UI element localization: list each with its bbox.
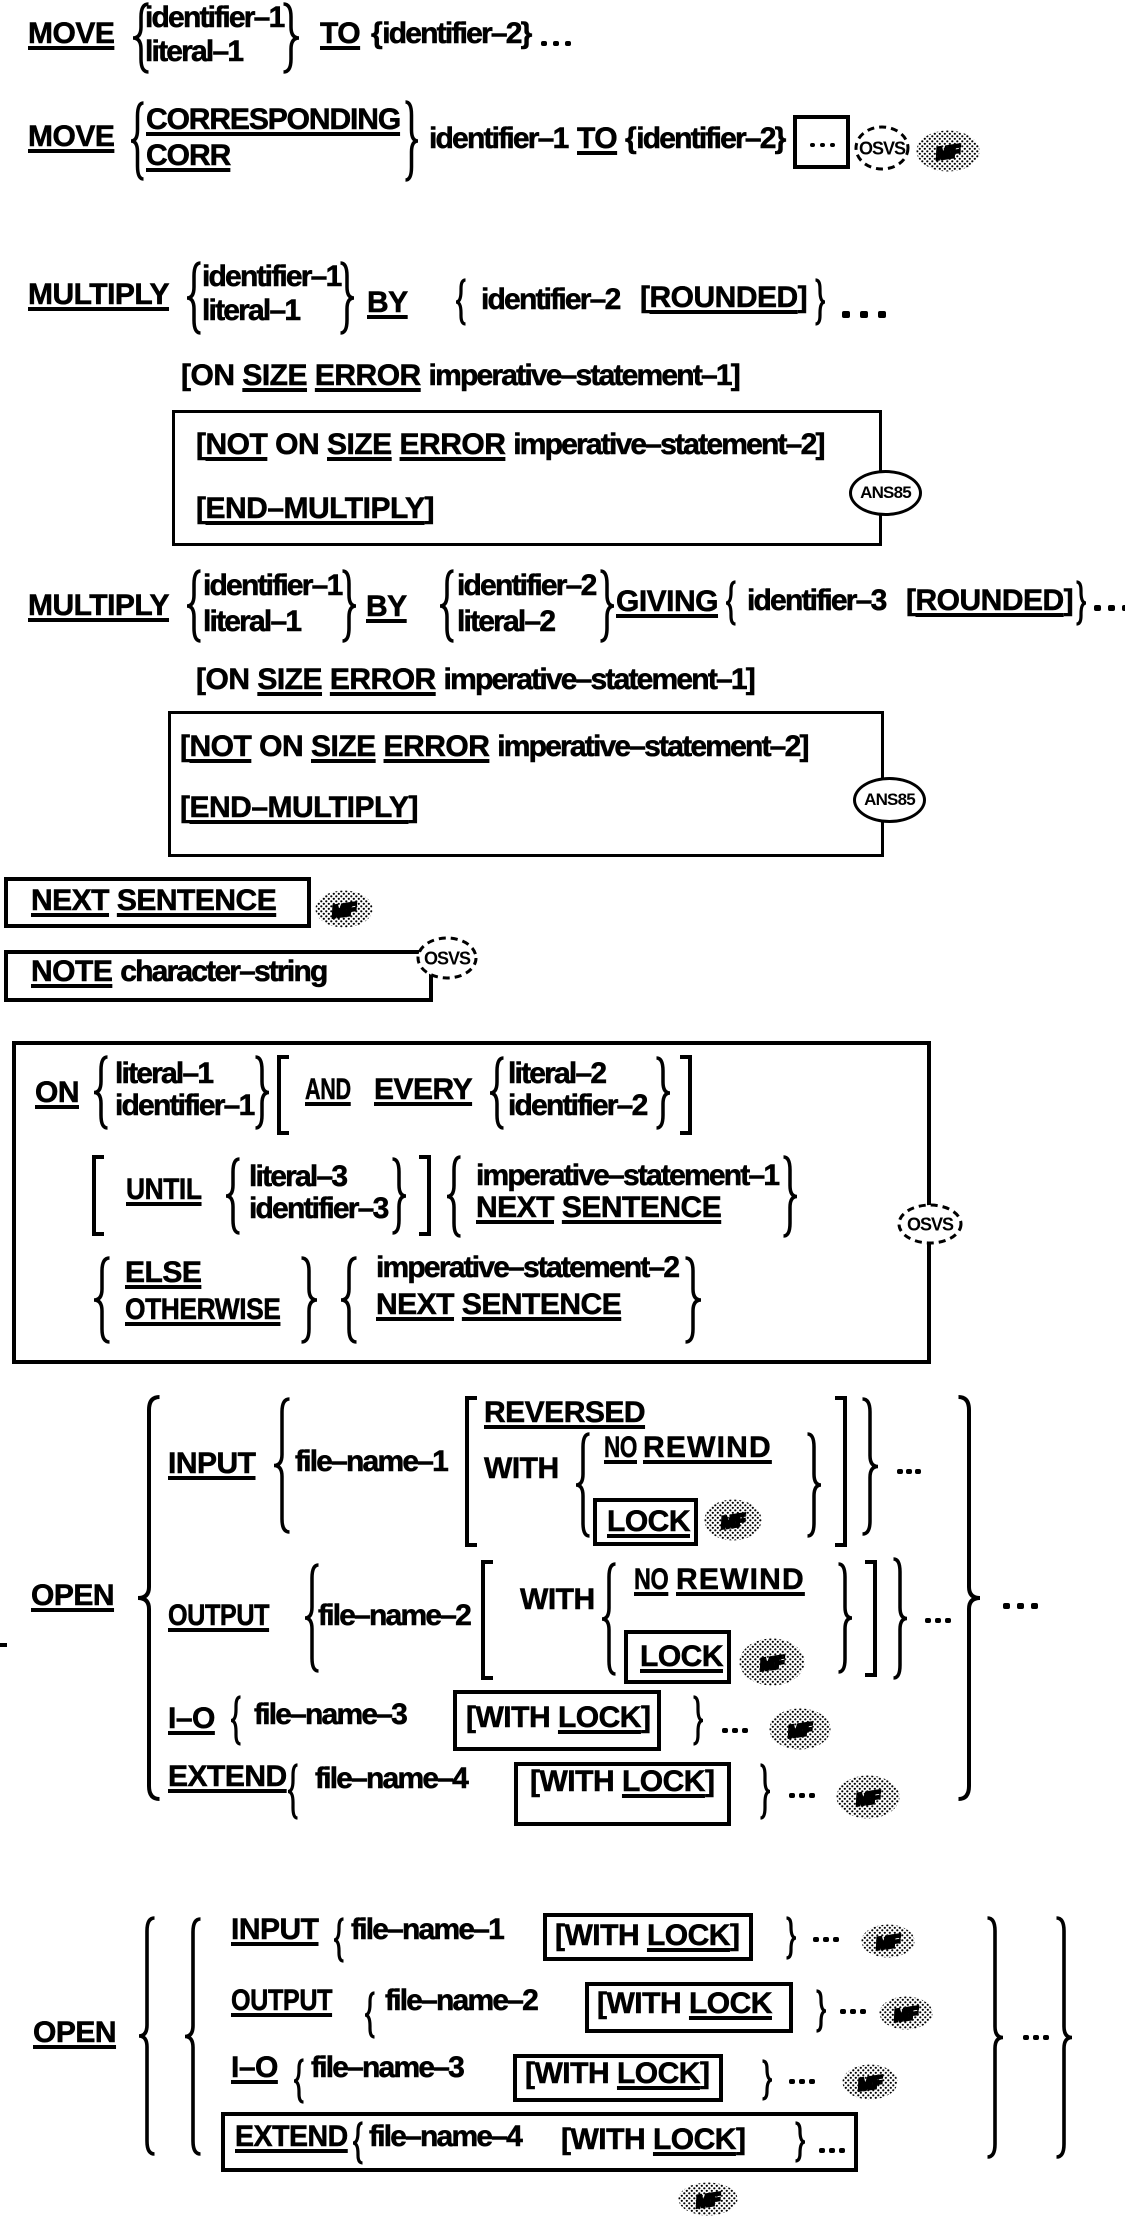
svg-text:OSVS: OSVS [907, 1215, 954, 1235]
svg-text:OSVS: OSVS [859, 139, 906, 159]
svg-text:MF: MF [759, 1652, 787, 1674]
svg-text:MF: MF [720, 1510, 748, 1532]
svg-text:MF: MF [857, 2072, 885, 2094]
svg-text:MF: MF [695, 2189, 723, 2211]
svg-text:MF: MF [893, 2003, 921, 2025]
svg-text:MF: MF [935, 141, 963, 163]
svg-text:MF: MF [875, 1931, 903, 1953]
svg-text:MF: MF [855, 1787, 883, 1809]
svg-text:MF: MF [331, 899, 359, 921]
svg-text:OSVS: OSVS [424, 949, 471, 969]
svg-text:MF: MF [787, 1719, 815, 1741]
